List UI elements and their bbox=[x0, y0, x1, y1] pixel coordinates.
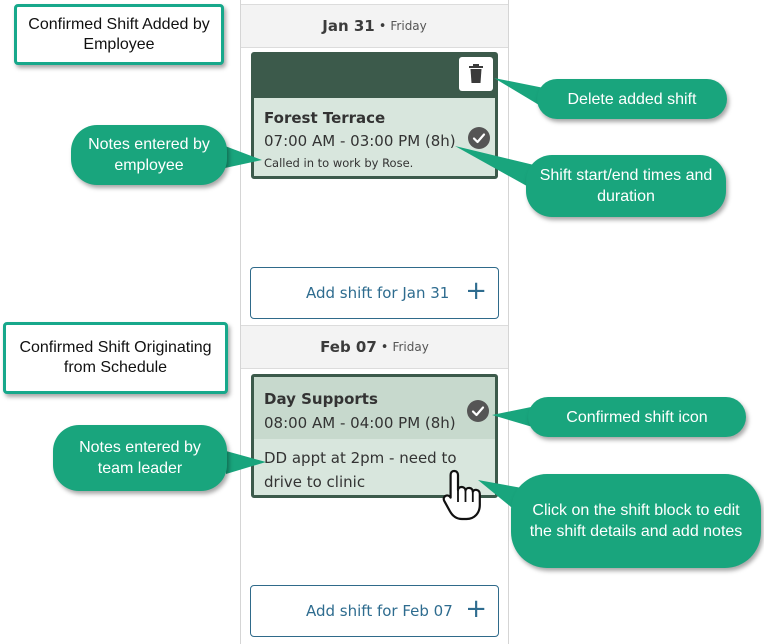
day-separator: • bbox=[380, 339, 389, 355]
plus-icon: + bbox=[465, 276, 487, 306]
day-date: Jan 31 bbox=[322, 17, 375, 35]
day-header-jan-31: Jan 31 • Friday bbox=[241, 4, 508, 48]
callout-text: Click on the shift block to edit the shi… bbox=[529, 502, 743, 540]
day-weekday: Friday bbox=[390, 19, 427, 33]
check-circle-icon bbox=[467, 400, 489, 422]
day-header-feb-07: Feb 07 • Friday bbox=[241, 325, 508, 369]
hand-pointer-icon bbox=[442, 469, 481, 521]
shift-summary-area bbox=[254, 377, 495, 439]
trash-icon bbox=[469, 64, 483, 83]
delete-shift-button[interactable] bbox=[459, 57, 493, 91]
shift-time: 08:00 AM - 04:00 PM (8h) bbox=[264, 414, 456, 432]
label-text: Confirmed Shift Originating from Schedul… bbox=[19, 339, 212, 376]
day-weekday: Friday bbox=[392, 340, 429, 354]
label-text: Confirmed Shift Added by Employee bbox=[28, 15, 210, 53]
callout-text: Notes entered by team leader bbox=[79, 439, 201, 477]
shift-note: DD appt at 2pm - need to drive to clinic bbox=[264, 449, 457, 491]
label-added-by-employee: Confirmed Shift Added by Employee bbox=[14, 4, 224, 65]
add-shift-label: Add shift for Feb 07 bbox=[306, 602, 453, 620]
callout-start-end-times: Shift start/end times and duration bbox=[526, 155, 726, 217]
callout-text: Shift start/end times and duration bbox=[539, 167, 713, 205]
callout-text: Delete added shift bbox=[567, 90, 697, 108]
shift-block-forest-terrace[interactable]: Forest Terrace 07:00 AM - 03:00 PM (8h) … bbox=[251, 52, 498, 179]
calendar-column: Jan 31 • Friday Forest Terrace 07:00 AM … bbox=[240, 0, 509, 644]
day-date: Feb 07 bbox=[320, 338, 377, 356]
callout-notes-leader: Notes entered by team leader bbox=[53, 425, 227, 491]
plus-icon: + bbox=[465, 594, 487, 624]
shift-location: Day Supports bbox=[264, 390, 378, 408]
shift-location: Forest Terrace bbox=[264, 109, 386, 127]
callout-confirmed-icon: Confirmed shift icon bbox=[528, 397, 746, 437]
day-separator: • bbox=[378, 18, 387, 34]
add-shift-label: Add shift for Jan 31 bbox=[306, 284, 450, 302]
shift-time: 07:00 AM - 03:00 PM (8h) bbox=[264, 132, 456, 150]
callout-text: Notes entered by employee bbox=[88, 136, 210, 174]
shift-header-bar bbox=[254, 55, 495, 98]
callout-delete-shift: Delete added shift bbox=[537, 79, 727, 119]
shift-note: Called in to work by Rose. bbox=[264, 156, 414, 170]
add-shift-jan-31-button[interactable]: Add shift for Jan 31 + bbox=[250, 267, 499, 319]
add-shift-feb-07-button[interactable]: Add shift for Feb 07 + bbox=[250, 585, 499, 637]
callout-click-block: Click on the shift block to edit the shi… bbox=[511, 474, 761, 568]
callout-text: Confirmed shift icon bbox=[566, 408, 708, 426]
callout-notes-employee: Notes entered by employee bbox=[71, 125, 227, 185]
label-from-schedule: Confirmed Shift Originating from Schedul… bbox=[3, 322, 228, 394]
check-circle-icon bbox=[468, 127, 490, 149]
